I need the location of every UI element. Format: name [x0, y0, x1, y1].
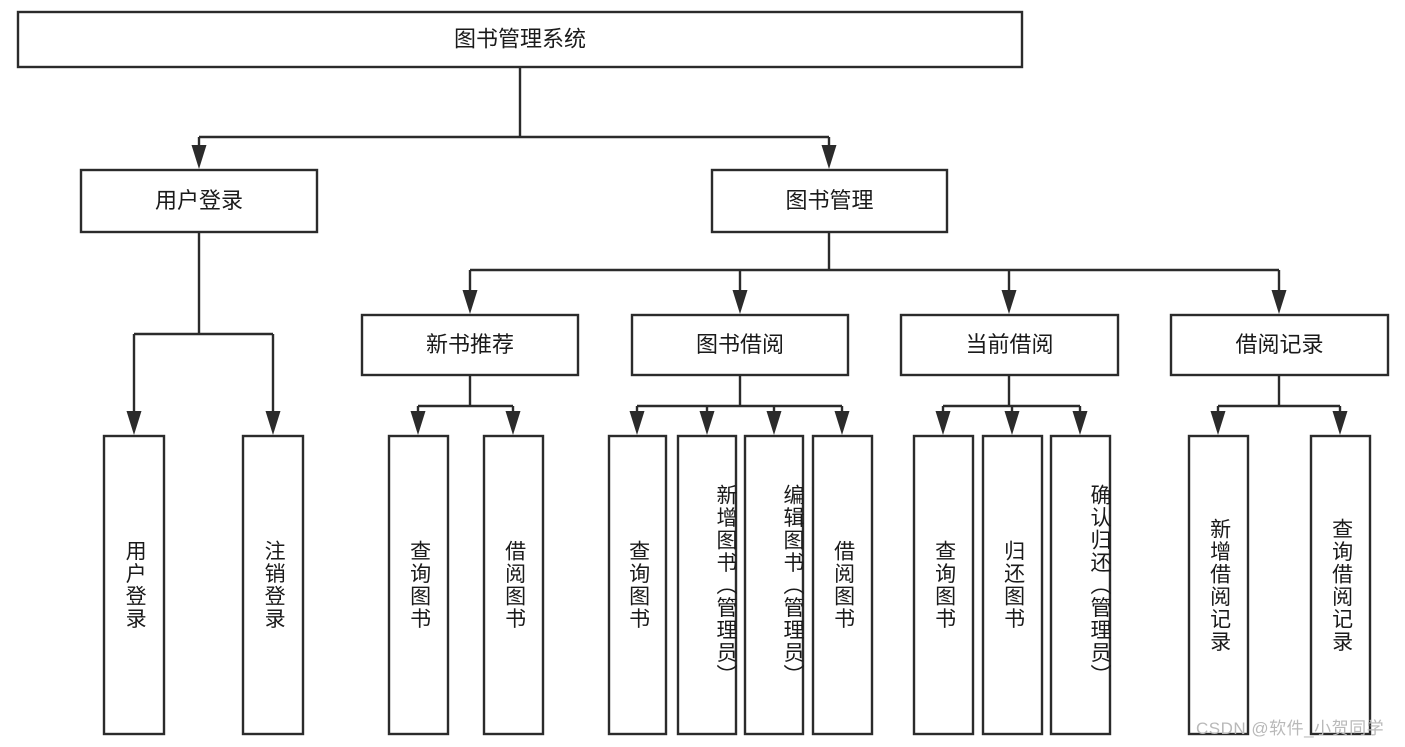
node-box-new-book-rec[interactable] [360, 313, 580, 377]
arrow-head-icon [629, 411, 645, 435]
arrow-head-icon [505, 411, 521, 435]
node-box-leaf-add-record[interactable] [1187, 434, 1250, 736]
node-box-root[interactable] [16, 10, 1024, 69]
node-leaf-confirm-return[interactable] [1049, 434, 1112, 736]
connector-group-conn-user-login-bus [126, 232, 281, 435]
connector-group-conn-book-borrow-bus [629, 375, 850, 435]
arrow-head-icon [1271, 290, 1287, 314]
node-leaf-borrow-book-1[interactable] [482, 434, 545, 736]
arrow-head-icon [462, 290, 478, 314]
node-label-book-borrow: 图书借阅 [696, 332, 784, 357]
node-root[interactable] [16, 10, 1024, 69]
node-leaf-user-login[interactable] [102, 434, 166, 736]
node-borrow-record[interactable] [1169, 313, 1390, 377]
arrow-head-icon [1001, 290, 1017, 314]
arrow-head-icon [191, 145, 207, 169]
node-leaf-logout[interactable] [241, 434, 305, 736]
node-new-book-rec[interactable] [360, 313, 580, 377]
node-leaf-borrow-book-2[interactable] [811, 434, 874, 736]
node-box-borrow-record[interactable] [1169, 313, 1390, 377]
node-leaf-add-record[interactable] [1187, 434, 1250, 736]
node-label-new-book-rec: 新书推荐 [426, 332, 514, 357]
node-label-user-login: 用户登录 [155, 188, 243, 213]
node-leaf-query-book-3[interactable] [912, 434, 975, 736]
arrow-head-icon [766, 411, 782, 435]
node-box-leaf-return-book[interactable] [981, 434, 1044, 736]
node-label-book-manage: 图书管理 [785, 188, 873, 213]
arrow-head-icon [821, 145, 837, 169]
node-label-current-borrow: 当前借阅 [965, 332, 1053, 357]
node-box-leaf-edit-book[interactable] [743, 434, 805, 736]
arrow-head-icon [732, 290, 748, 314]
node-box-book-borrow[interactable] [630, 313, 850, 377]
connector-group-conn-new-book-rec-bus [410, 375, 521, 435]
node-box-leaf-query-book-1[interactable] [387, 434, 450, 736]
node-leaf-query-record[interactable] [1309, 434, 1372, 736]
node-leaf-add-book[interactable] [676, 434, 738, 736]
node-box-leaf-add-book[interactable] [676, 434, 738, 736]
node-box-book-manage[interactable] [710, 168, 949, 234]
connector-group-conn-book-manage-bus [462, 232, 1287, 314]
arrow-head-icon [1072, 411, 1088, 435]
node-box-leaf-user-login[interactable] [102, 434, 166, 736]
node-label-root: 图书管理系统 [454, 26, 586, 51]
node-box-leaf-borrow-book-1[interactable] [482, 434, 545, 736]
arrow-head-icon [265, 411, 281, 435]
node-box-user-login[interactable] [79, 168, 319, 234]
arrow-head-icon [126, 411, 142, 435]
node-leaf-edit-book[interactable] [743, 434, 805, 736]
watermark-credit: CSDN @软件_小贺同学 [1196, 719, 1385, 738]
connector-group-conn-root-bus [191, 67, 837, 169]
node-book-manage[interactable] [710, 168, 949, 234]
arrow-head-icon [1210, 411, 1226, 435]
arrow-head-icon [935, 411, 951, 435]
arrow-head-icon [834, 411, 850, 435]
node-current-borrow[interactable] [899, 313, 1120, 377]
node-leaf-query-book-1[interactable] [387, 434, 450, 736]
node-box-leaf-query-book-3[interactable] [912, 434, 975, 736]
node-box-leaf-query-book-2[interactable] [607, 434, 668, 736]
arrow-head-icon [410, 411, 426, 435]
node-leaf-return-book[interactable] [981, 434, 1044, 736]
node-user-login[interactable] [79, 168, 319, 234]
arrow-head-icon [1004, 411, 1020, 435]
connector-group-conn-current-borrow-bus [935, 375, 1088, 435]
node-box-leaf-query-record[interactable] [1309, 434, 1372, 736]
node-label-borrow-record: 借阅记录 [1235, 332, 1323, 357]
arrow-head-icon [1332, 411, 1348, 435]
node-box-leaf-borrow-book-2[interactable] [811, 434, 874, 736]
node-book-borrow[interactable] [630, 313, 850, 377]
node-box-current-borrow[interactable] [899, 313, 1120, 377]
node-box-leaf-confirm-return[interactable] [1049, 434, 1112, 736]
node-box-leaf-logout[interactable] [241, 434, 305, 736]
connector-group-conn-borrow-record-bus [1210, 375, 1348, 435]
arrow-head-icon [699, 411, 715, 435]
node-leaf-query-book-2[interactable] [607, 434, 668, 736]
